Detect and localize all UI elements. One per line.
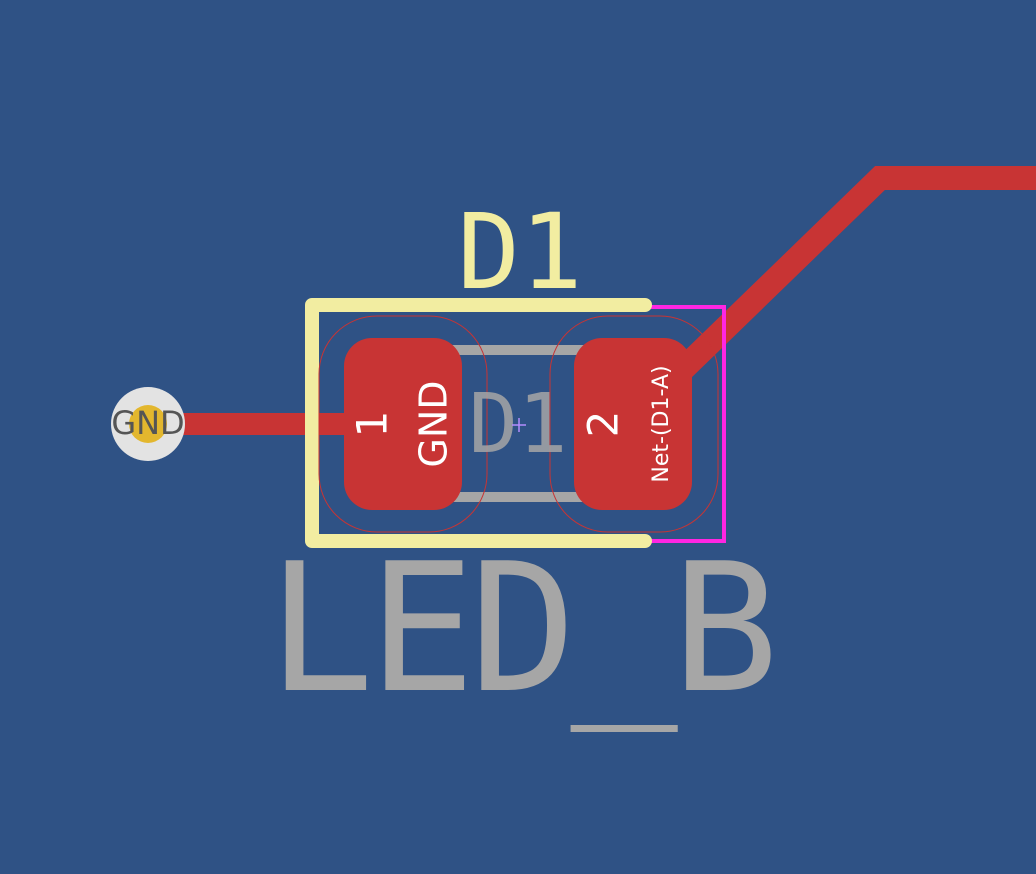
pad-1-number: 1 [348, 411, 397, 438]
pad-2-number: 2 [579, 411, 628, 438]
silkscreen-outline [305, 298, 652, 548]
pad-1-clearance [318, 315, 488, 533]
footprint-value[interactable]: LED_B [267, 525, 779, 732]
courtyard-outline [640, 305, 726, 543]
pad-1-net: GND [412, 380, 456, 467]
footprint-anchor-icon [512, 418, 526, 432]
via-gnd[interactable]: GND [111, 387, 185, 461]
pad-1[interactable]: 1 GND [344, 338, 462, 510]
pad-2-net: Net-(D1-A) [649, 365, 674, 482]
trace-net-d1-a[interactable] [671, 166, 1036, 381]
pad-2[interactable]: 2 Net-(D1-A) [574, 338, 692, 510]
silkscreen-reference[interactable]: D1 [457, 191, 582, 313]
pad-2-clearance [549, 315, 719, 533]
via-net-label: GND [111, 404, 184, 442]
